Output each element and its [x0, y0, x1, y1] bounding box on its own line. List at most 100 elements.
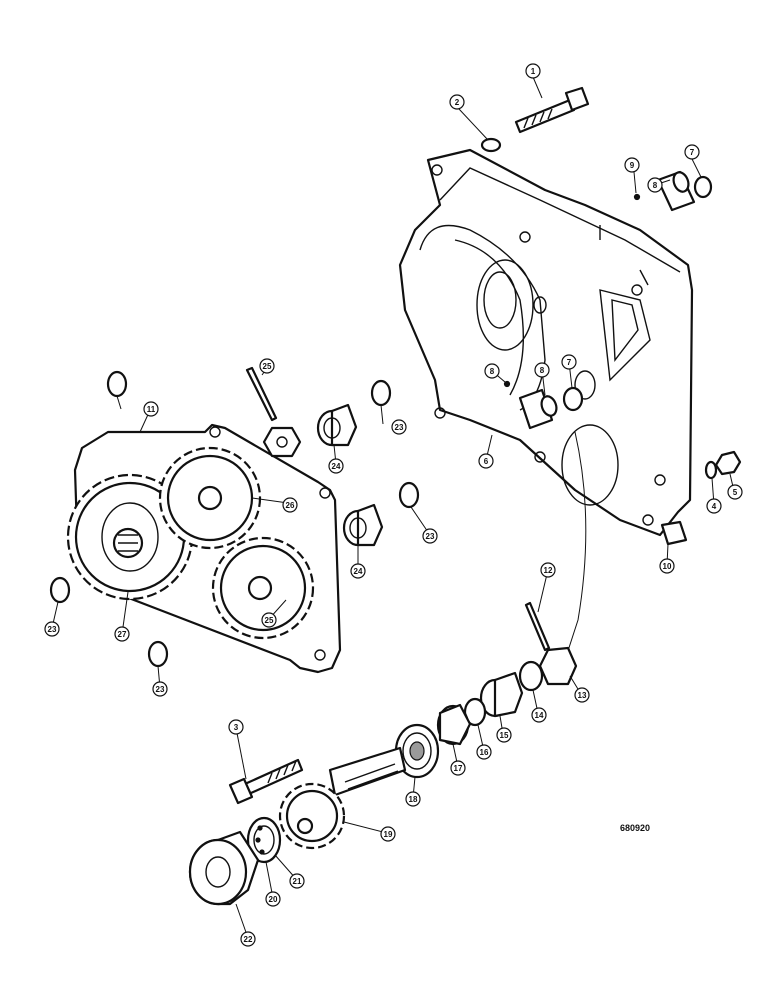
castle-nut [262, 426, 302, 458]
callout-11: 11 [143, 401, 159, 417]
washer-14 [518, 660, 544, 692]
bearing-21 [246, 816, 282, 864]
callout-25-gear: 25 [261, 612, 277, 628]
callout-23-c: 23 [44, 621, 60, 637]
callout-23-b: 23 [422, 528, 438, 544]
callout-24-lower: 24 [350, 563, 366, 579]
svg-text:3: 3 [234, 723, 239, 732]
callout-26: 26 [282, 497, 298, 513]
callout-19: 19 [380, 826, 396, 842]
bearing-24-upper [316, 403, 358, 447]
svg-text:9: 9 [630, 161, 635, 170]
callout-21: 21 [289, 873, 305, 889]
washer-23-upper-right [370, 379, 392, 407]
callout-1: 1 [525, 63, 541, 79]
svg-text:8: 8 [490, 367, 495, 376]
svg-text:23: 23 [426, 532, 435, 541]
svg-text:14: 14 [535, 711, 544, 720]
assembly-leader [564, 431, 587, 661]
svg-text:1: 1 [531, 67, 536, 76]
callout-4: 4 [706, 498, 722, 514]
bearing-24-lower [342, 503, 384, 547]
svg-text:23: 23 [156, 685, 165, 694]
svg-text:23: 23 [395, 423, 404, 432]
washer-23-left [49, 576, 71, 604]
castle-nut-13 [538, 646, 578, 686]
callout-23-a: 23 [391, 419, 407, 435]
svg-text:11: 11 [147, 405, 156, 414]
callout-24-upper: 24 [328, 458, 344, 474]
callout-27: 27 [114, 626, 130, 642]
svg-text:18: 18 [409, 795, 418, 804]
cotter-pin-25 [245, 366, 278, 422]
callout-16: 16 [476, 744, 492, 760]
seal-22 [188, 830, 260, 906]
svg-text:16: 16 [480, 748, 489, 757]
svg-text:17: 17 [454, 764, 463, 773]
callout-6: 6 [478, 453, 494, 469]
callout-9-upper: 9 [624, 157, 640, 173]
gear-25 [211, 536, 315, 640]
svg-text:10: 10 [663, 562, 672, 571]
sleeve-15 [479, 671, 524, 718]
ball-9 [633, 193, 641, 201]
svg-text:8: 8 [540, 366, 545, 375]
callout-5: 5 [727, 484, 743, 500]
callout-22: 22 [240, 931, 256, 947]
pinion-shaft-19 [278, 746, 407, 850]
callout-12: 12 [540, 562, 556, 578]
svg-text:15: 15 [500, 731, 509, 740]
bearing-18 [394, 723, 440, 779]
callout-18: 18 [405, 791, 421, 807]
svg-text:27: 27 [118, 630, 127, 639]
gear-housing [398, 148, 696, 537]
lock-washer-2 [480, 137, 502, 153]
svg-text:26: 26 [286, 501, 295, 510]
callout-8-upper: 8 [647, 177, 663, 193]
o-ring-7-lower [562, 386, 584, 412]
callout-3: 3 [228, 719, 244, 735]
callout-23-d: 23 [152, 681, 168, 697]
cap-screw-1 [514, 86, 590, 134]
bolt-3 [228, 758, 304, 805]
svg-text:24: 24 [332, 462, 341, 471]
o-ring-7-upper [693, 175, 713, 199]
svg-text:4: 4 [712, 502, 717, 511]
svg-text:22: 22 [244, 935, 253, 944]
nut-5 [714, 450, 742, 476]
cotter-pin-12 [524, 601, 551, 652]
ball-8 [503, 380, 511, 388]
svg-text:25: 25 [263, 362, 272, 371]
svg-text:7: 7 [690, 148, 695, 157]
callout-7-lower: 7 [561, 354, 577, 370]
callout-7-upper: 7 [684, 144, 700, 160]
callout-10: 10 [659, 558, 675, 574]
svg-text:23: 23 [48, 625, 57, 634]
svg-text:25: 25 [265, 616, 274, 625]
callout-14: 14 [531, 707, 547, 723]
callout-25-pin: 25 [259, 358, 275, 374]
washer-23-bottom [147, 640, 169, 668]
svg-text:21: 21 [293, 877, 302, 886]
drawing-number: 680920 [620, 823, 651, 833]
gear-26 [158, 446, 262, 550]
svg-text:6: 6 [484, 457, 489, 466]
lock-washer-4 [704, 460, 718, 480]
callout-17: 17 [450, 760, 466, 776]
washer-23-mid-right [398, 481, 420, 509]
svg-text:12: 12 [544, 566, 553, 575]
callout-2: 2 [449, 94, 465, 110]
callout-8-ball: 8 [484, 363, 500, 379]
svg-text:5: 5 [733, 488, 738, 497]
washer-23-top-left [106, 370, 128, 398]
svg-text:19: 19 [384, 830, 393, 839]
svg-text:13: 13 [578, 691, 587, 700]
race-17 [436, 703, 472, 746]
svg-text:24: 24 [354, 567, 363, 576]
svg-text:2: 2 [455, 98, 460, 107]
callout-15: 15 [496, 727, 512, 743]
callout-20: 20 [265, 891, 281, 907]
plug-10 [660, 520, 688, 546]
callout-8-lower: 8 [534, 362, 550, 378]
